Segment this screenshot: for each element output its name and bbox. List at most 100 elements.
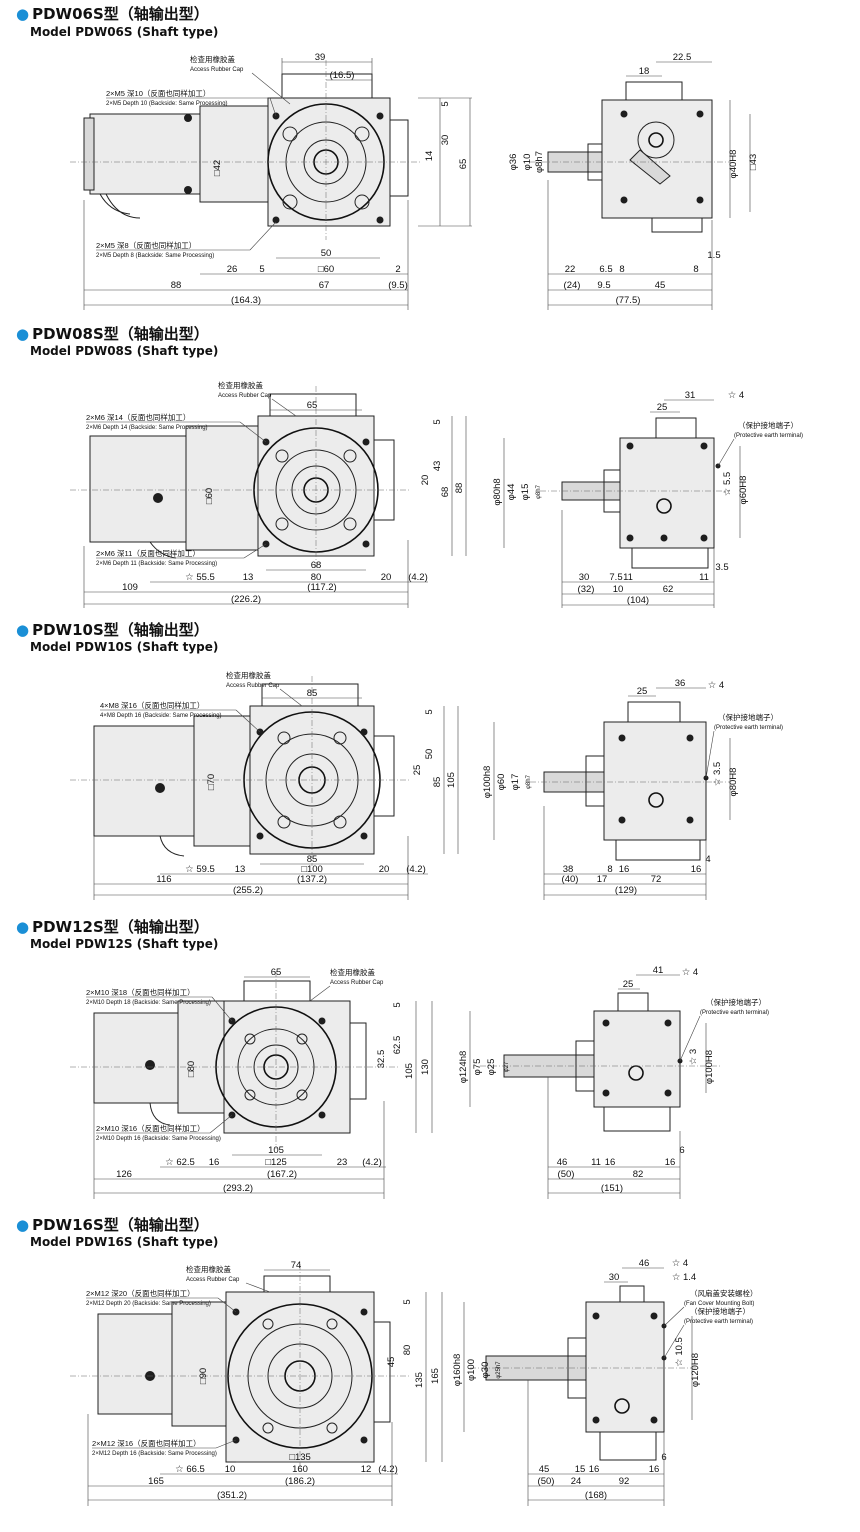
leader-line xyxy=(705,730,715,779)
dim-6.5: 6.5 xyxy=(599,264,612,275)
dim-164.3: (164.3) xyxy=(231,295,261,306)
dim-right-165: 165 xyxy=(430,1368,441,1384)
dim-30: 30 xyxy=(579,572,590,583)
leader-line xyxy=(271,398,297,417)
motor-cable xyxy=(99,193,131,215)
mount-hole xyxy=(282,194,298,210)
note-hole1-en: 2×M6 Depth 14 (Backside: Same Processing… xyxy=(86,425,208,431)
dim-4.2: (4.2) xyxy=(408,572,428,583)
side-top-boss xyxy=(619,1285,645,1303)
mount-hole xyxy=(282,126,298,142)
top-boss xyxy=(261,683,359,707)
dim-72: 72 xyxy=(651,874,662,885)
dim-293.2: (293.2) xyxy=(223,1183,253,1194)
leader-line xyxy=(239,421,267,443)
side-body xyxy=(585,1301,665,1433)
side-foot xyxy=(631,547,709,569)
note-fan-cn: （风扇盖安装螺栓） xyxy=(690,1288,758,1298)
side-bore xyxy=(648,132,664,148)
dim-8b: 8 xyxy=(693,264,698,275)
corner-hole xyxy=(376,112,384,120)
dim-30: 30 xyxy=(609,1272,620,1283)
dim-star-59.5: ☆ 59.5 xyxy=(185,864,215,875)
mount-hole xyxy=(296,1033,308,1045)
mount-hole xyxy=(275,449,289,463)
dim-star-66.5: ☆ 66.5 xyxy=(175,1464,205,1475)
dim-7.5: 7.5 xyxy=(609,572,622,583)
dim-phi25: φ25 xyxy=(486,1059,497,1076)
side-foot xyxy=(599,1431,657,1461)
drawing-pdw06s: 39 (16.5) □42 5 30 14 65 50 26 5 □60 2 8… xyxy=(70,52,759,310)
side-hole xyxy=(696,196,704,204)
dim-1.5: 1.5 xyxy=(707,250,720,261)
side-bore xyxy=(648,792,664,808)
note-cap-cn: 检查用橡胶盖 xyxy=(186,1264,231,1274)
note-hole2-cn: 2×M10 深16（反面也同样加工） xyxy=(96,1123,205,1133)
corner-hole xyxy=(360,1308,368,1316)
bullet-icon: ● xyxy=(16,325,30,343)
note-cap-cn: 检查用橡胶盖 xyxy=(218,380,263,390)
side-hole xyxy=(620,196,628,204)
dim-phi80h8: φ80H8 xyxy=(728,768,739,797)
dim-right-30: 30 xyxy=(440,135,451,146)
note-cap-en: Access Rubber Cap xyxy=(190,67,244,73)
side-top-boss xyxy=(627,701,681,723)
side-top-boss xyxy=(625,81,683,101)
motor-cable xyxy=(159,835,185,857)
drawing-pdw10s: 85 □70 5 50 25 85 105 85 ☆ 59.5 13 □100 … xyxy=(70,670,783,900)
bullet-icon: ● xyxy=(16,1216,30,1234)
motor-screw xyxy=(153,493,163,503)
dim-phi75: φ75 xyxy=(472,1059,483,1076)
mount-hole xyxy=(262,1422,274,1434)
top-boss xyxy=(243,980,311,1002)
dim-18: 18 xyxy=(639,66,650,77)
corner-hole xyxy=(360,728,368,736)
shaft-collar xyxy=(585,755,605,807)
dim-star-4: ☆ 4 xyxy=(672,1258,688,1269)
dim-62: 62 xyxy=(663,584,674,595)
motor-flange xyxy=(199,105,269,203)
leader-line xyxy=(211,996,233,1022)
note-fan-en: (Fan Cover Mounting Bolt) xyxy=(684,1301,754,1307)
note-cap-cn: 检查用橡胶盖 xyxy=(190,54,235,64)
dim-right-20: 20 xyxy=(420,475,431,486)
dim-137.2: (137.2) xyxy=(297,874,327,885)
dim-186.2: (186.2) xyxy=(285,1476,315,1487)
dim-top-65: 65 xyxy=(271,967,282,978)
dim-5: 5 xyxy=(259,264,264,275)
side-hole xyxy=(602,1089,610,1097)
dim-phi100: φ100 xyxy=(466,1359,477,1381)
note-hole1-en: 2×M5 Depth 10 (Backside: Same Processing… xyxy=(106,101,228,107)
motor-screw xyxy=(145,1060,155,1070)
top-boss xyxy=(269,393,357,417)
dim-right-65: 65 xyxy=(458,159,469,170)
dim-9.5s: 9.5 xyxy=(597,280,610,291)
dim-sq80: □80 xyxy=(186,1061,197,1077)
section-subtitle-pdw12s: Model PDW12S (Shaft type) xyxy=(30,937,219,951)
dim-phi25h7: φ25h7 xyxy=(496,1361,502,1379)
side-tab xyxy=(629,149,671,185)
leader-line xyxy=(663,1324,685,1359)
corner-hole xyxy=(318,1017,326,1025)
dim-117.2: (117.2) xyxy=(307,582,336,593)
dim-13: 13 xyxy=(243,572,254,583)
dim-right-85: 85 xyxy=(432,777,443,788)
dim-right-5: 5 xyxy=(432,419,443,424)
dim-4.2: (4.2) xyxy=(406,864,426,875)
section-subtitle-pdw06s: Model PDW06S (Shaft type) xyxy=(30,25,219,39)
dim-109: 109 xyxy=(122,582,138,593)
side-hole xyxy=(660,534,668,542)
corner-hole xyxy=(376,216,384,224)
dim-255.2: (255.2) xyxy=(233,885,263,896)
mount-hole xyxy=(275,517,289,531)
dim-13: 13 xyxy=(235,864,246,875)
drawing-pdw12s: 65 □80 5 62.5 32.5 105 130 105 ☆ 62.5 16… xyxy=(70,965,769,1199)
side-hole xyxy=(650,1416,658,1424)
note-earth-cn: （保护接地端子） xyxy=(718,712,778,722)
corner-hole xyxy=(360,1436,368,1444)
front-view: 39 (16.5) □42 5 30 14 65 50 26 5 □60 2 8… xyxy=(70,52,472,310)
motor-flange xyxy=(185,425,259,551)
corner-hole xyxy=(360,832,368,840)
note-hole1-en: 2×M12 Depth 20 (Backside: Same Processin… xyxy=(86,1301,211,1307)
dim-right-14: 14 xyxy=(424,151,435,162)
